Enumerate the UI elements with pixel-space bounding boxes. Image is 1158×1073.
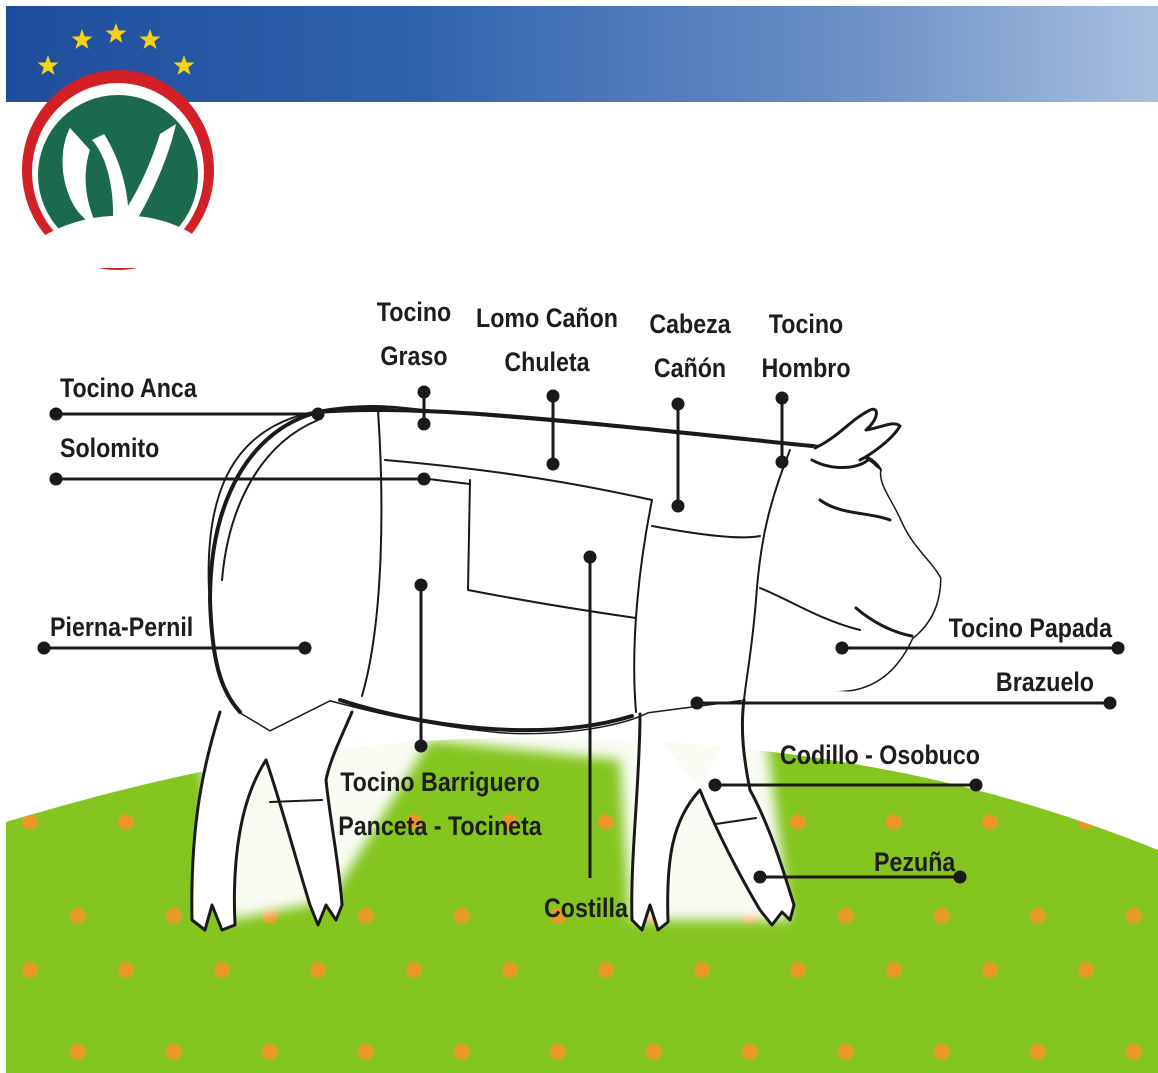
grass-dot bbox=[934, 1044, 950, 1060]
label-tocino-graso: Tocino Graso bbox=[362, 290, 465, 378]
grass-dot bbox=[646, 1044, 662, 1060]
grass-dot bbox=[214, 962, 230, 978]
logo bbox=[22, 23, 214, 270]
grass-dot bbox=[70, 1044, 86, 1060]
label-tocino-anca: Tocino Anca bbox=[60, 366, 197, 410]
grass-dot bbox=[598, 814, 614, 830]
grass-dot bbox=[982, 962, 998, 978]
grass-dot bbox=[934, 908, 950, 924]
label-cabeza-canon: Cabeza Cañón bbox=[638, 302, 741, 390]
grass-dot bbox=[70, 908, 86, 924]
grass-dot bbox=[982, 814, 998, 830]
label-codillo-osobuco: Codillo - Osobuco bbox=[780, 733, 980, 777]
grass-dot bbox=[790, 962, 806, 978]
label-brazuelo: Brazuelo bbox=[962, 660, 1094, 704]
grass-dot bbox=[358, 908, 374, 924]
star-icon bbox=[38, 55, 59, 75]
label-tocino-papada: Tocino Papada bbox=[921, 606, 1112, 650]
grass-dot bbox=[550, 1044, 566, 1060]
grass-dot bbox=[694, 962, 710, 978]
grass-dot bbox=[598, 962, 614, 978]
grass-dot bbox=[1126, 908, 1142, 924]
label-solomito: Solomito bbox=[60, 426, 159, 470]
grass-dot bbox=[358, 1044, 374, 1060]
grass-dot bbox=[1030, 1044, 1046, 1060]
grass-dot bbox=[22, 814, 38, 830]
grass-dot bbox=[118, 962, 134, 978]
grass-dot bbox=[838, 1044, 854, 1060]
grass-dot bbox=[1078, 814, 1094, 830]
grass-dot bbox=[1078, 962, 1094, 978]
grass-dot bbox=[310, 962, 326, 978]
grass-dot bbox=[790, 814, 806, 830]
star-icon bbox=[140, 29, 161, 49]
grass-dot bbox=[502, 962, 518, 978]
grass-dot bbox=[406, 962, 422, 978]
label-pezuna: Pezuña bbox=[874, 840, 955, 884]
grass-dot bbox=[1126, 1044, 1142, 1060]
label-lomo-canon-chuleta: Lomo Cañon Chuleta bbox=[474, 296, 620, 384]
grass-dot bbox=[22, 962, 38, 978]
grass-dot bbox=[262, 1044, 278, 1060]
label-pierna-pernil: Pierna-Pernil bbox=[50, 605, 193, 649]
grass-dot bbox=[166, 1044, 182, 1060]
grass-dot bbox=[454, 908, 470, 924]
grass-dot bbox=[118, 814, 134, 830]
grass-dot bbox=[886, 814, 902, 830]
label-tocino-hombro: Tocino Hombro bbox=[754, 302, 857, 390]
star-icon bbox=[72, 29, 93, 49]
grass-dot bbox=[454, 1044, 470, 1060]
grass-dot bbox=[838, 908, 854, 924]
grass-dot bbox=[1030, 908, 1046, 924]
label-costilla: Costilla bbox=[544, 886, 628, 930]
grass-dot bbox=[886, 962, 902, 978]
grass-dot bbox=[166, 908, 182, 924]
star-icon bbox=[174, 55, 195, 75]
logo-stars bbox=[38, 23, 195, 75]
grass-dot bbox=[742, 1044, 758, 1060]
star-icon bbox=[106, 23, 127, 43]
label-tocino-barriguero: Tocino Barriguero Panceta - Tocineta bbox=[337, 760, 543, 848]
